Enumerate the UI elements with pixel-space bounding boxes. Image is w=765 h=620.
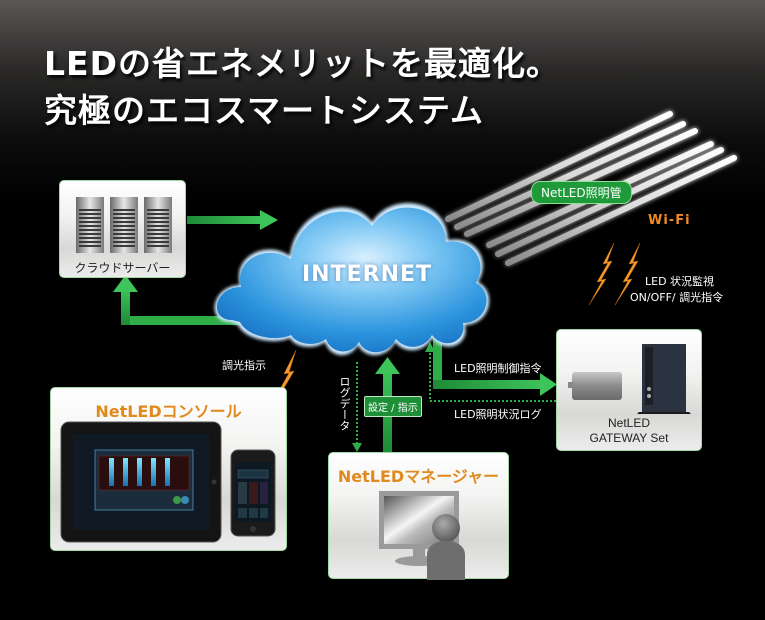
server-rack-icon [76, 197, 172, 253]
log-data-label: ログデータ [338, 376, 351, 431]
led-monitor-label-line1: LED 状況監視 [645, 275, 715, 288]
wifi-label: Wi-Fi [648, 213, 691, 228]
dimming-instruction-label: 調光指示 [222, 359, 266, 372]
gateway-device-icon [568, 344, 691, 414]
headline-line2: 究極のエコスマートシステム [44, 91, 485, 130]
led-tube [454, 121, 686, 230]
manager-node[interactable]: NetLEDマネージャー [328, 452, 509, 580]
led-monitor-label-line2: ON/OFF/ 調光指令 [630, 291, 724, 304]
console-title: NetLEDコンソール [95, 402, 242, 421]
console-node[interactable]: NetLEDコンソール [50, 387, 287, 551]
arrow-server-to-cloud [187, 210, 278, 230]
gateway-node[interactable]: NetLED GATEWAY Set [556, 329, 702, 451]
gateway-label-line1: NetLED [607, 416, 651, 430]
led-tube [445, 111, 673, 222]
headline-line1: LEDの省エネメリットを最適化。 [44, 44, 560, 83]
gateway-label-line2: GATEWAY Set [589, 431, 669, 445]
arrow-gateway-to-cloud-log [425, 342, 556, 402]
arrow-cloud-to-server [113, 275, 241, 325]
cloud-label: INTERNET [302, 262, 433, 287]
monitor-user-icon [379, 491, 465, 580]
lightning-icon [614, 242, 641, 306]
cloud-server-node[interactable]: クラウドサーバー [59, 180, 186, 278]
control-command-label: LED照明制御指令 [454, 362, 542, 375]
arrow-cloud-to-gateway [433, 318, 557, 396]
lightning-icon [588, 242, 615, 306]
server-label: クラウドサーバー [74, 261, 171, 275]
arrow-cloud-to-manager-log [352, 362, 362, 452]
led-tubes-label: NetLED照明管 [531, 181, 632, 204]
settings-instruction-label: 設定 / 指示 [364, 396, 422, 417]
led-tube [505, 155, 737, 266]
status-log-label: LED照明状況ログ [454, 408, 542, 421]
manager-title: NetLEDマネージャー [337, 467, 500, 486]
tablet-phone-icon [60, 421, 276, 543]
